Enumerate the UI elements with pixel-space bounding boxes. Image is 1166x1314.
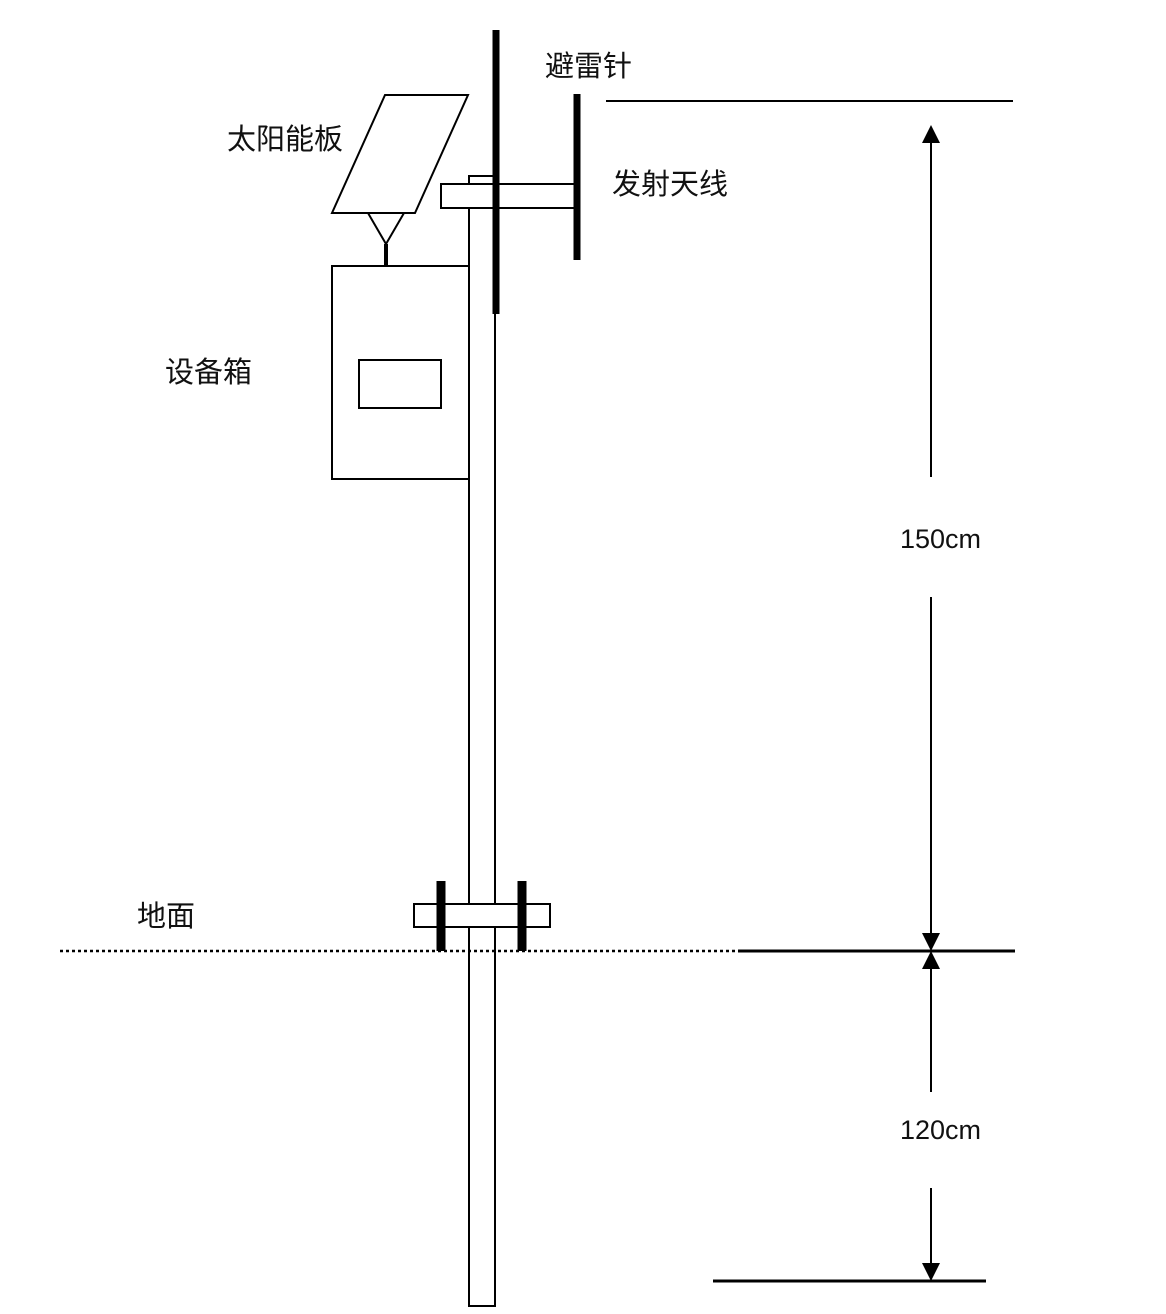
label-lightning-rod: 避雷针: [545, 49, 633, 83]
dimension-below-ground: 120cm: [900, 1115, 982, 1145]
solar-bracket-left: [367, 212, 387, 245]
antenna-crossarm: [440, 183, 578, 209]
dim-120-arrow-bottom: [922, 1263, 940, 1281]
solar-bracket-right: [385, 212, 405, 245]
dim-120-arrow-top: [922, 951, 940, 969]
label-equipment-box: 设备箱: [165, 355, 253, 389]
label-antenna: 发射天线: [612, 167, 729, 201]
label-solar-panel: 太阳能板: [227, 122, 344, 156]
equipment-box-window: [358, 359, 442, 409]
main-pole: [468, 175, 496, 1307]
label-ground: 地面: [137, 899, 196, 933]
equipment-box: [331, 265, 470, 480]
dim-150-arrow-bottom: [922, 933, 940, 951]
dim-150-arrow-top: [922, 125, 940, 143]
base-flange: [413, 903, 551, 928]
solar-panel: [330, 94, 470, 214]
dimension-above-ground: 150cm: [900, 524, 982, 554]
